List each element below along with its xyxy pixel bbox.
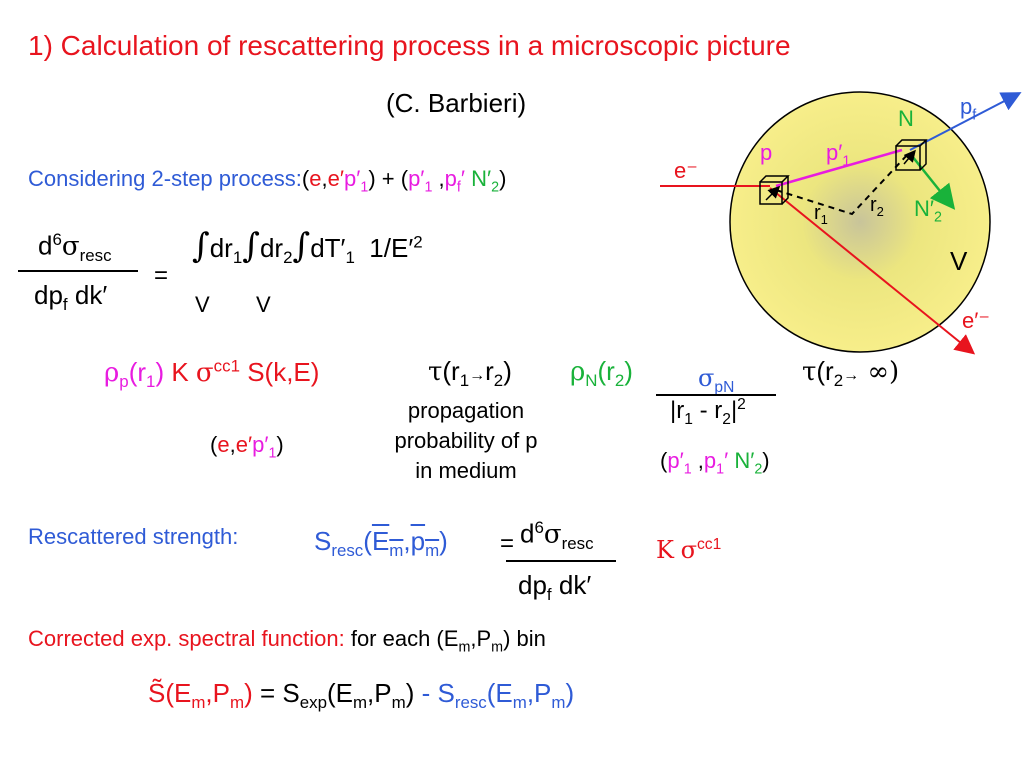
sigma-pN: σpN bbox=[698, 364, 735, 396]
diagram-p1-label: p′1 bbox=[826, 140, 851, 170]
diagram-pf-label: pf bbox=[960, 94, 977, 124]
rescattered-denominator: dpf dk′ bbox=[518, 570, 592, 605]
diagram-p-label: p bbox=[760, 140, 773, 165]
rescattered-equals: = bbox=[500, 530, 515, 557]
final-equation: S̃(Em,Pm) = Sexp(Em,Pm) - Sresc(Em,Pm) bbox=[148, 678, 575, 713]
propagation-note: propagation probability of p in medium bbox=[394, 398, 538, 483]
slide-title: 1) Calculation of rescattering process i… bbox=[28, 30, 791, 61]
paren-open: ( bbox=[301, 166, 310, 191]
diagram-eprime-label: e′⁻ bbox=[962, 308, 990, 333]
volume-label-1: V bbox=[195, 292, 210, 317]
corrected-line: Corrected exp. spectral function: for ea… bbox=[28, 626, 546, 656]
tau-1-term: τ(r1→r2) bbox=[428, 356, 512, 391]
considering-label: Considering 2-step process: bbox=[28, 166, 302, 191]
S-resc: Sresc(Em,pm) bbox=[314, 526, 448, 561]
r-dashed-path bbox=[775, 153, 909, 216]
paren-close: ) bbox=[368, 166, 376, 191]
pf-line bbox=[909, 92, 1022, 151]
tau-2-term: τ(r2→ ∞) bbox=[802, 356, 900, 391]
diagram-r2-label: r2 bbox=[870, 194, 884, 219]
main-eq-integrals: ∫dr1∫dr2∫dT′1 1/E′2 bbox=[192, 226, 423, 268]
comma: , bbox=[321, 166, 328, 191]
note-left: (e,e′p′1) bbox=[210, 432, 284, 462]
nucleon-cube bbox=[895, 139, 928, 171]
comma2: , bbox=[432, 166, 445, 191]
author: (C. Barbieri) bbox=[386, 88, 527, 118]
main-eq-denominator: dpf dk′ bbox=[34, 280, 108, 315]
rescattered-K-sigma: K σcc1 bbox=[656, 536, 722, 564]
p1-line bbox=[775, 148, 903, 188]
N2-symbol: N′2 bbox=[471, 166, 500, 196]
e-symbol: e bbox=[309, 166, 322, 191]
rescattered-fraction-bar bbox=[506, 560, 616, 562]
N2-line bbox=[911, 155, 956, 210]
nucleus-sphere bbox=[729, 91, 991, 353]
p1b-symbol: p′1 bbox=[408, 166, 433, 196]
note-right: (p′1 ,p1′ N′2) bbox=[660, 448, 770, 478]
rescattered-label: Rescattered strength: bbox=[28, 524, 239, 549]
volume-label-2: V bbox=[256, 292, 271, 317]
diagram-V-label: V bbox=[950, 246, 968, 276]
diagram-N-label: N bbox=[898, 106, 914, 131]
main-eq-equals: = bbox=[154, 262, 169, 289]
rho-N-term: ρN(r2) bbox=[570, 356, 633, 391]
main-eq-numerator: d6σresc bbox=[38, 230, 112, 265]
main-eq-fraction-bar bbox=[18, 270, 138, 272]
sigma-pN-fraction-bar bbox=[656, 394, 776, 396]
proton-cube bbox=[759, 175, 790, 205]
sigma-pN-denominator: |r1 - r2|2 bbox=[670, 396, 746, 428]
rescattered-numerator: d6σresc bbox=[520, 518, 594, 553]
diagram-N2-label: N′2 bbox=[914, 196, 942, 226]
p1-symbol: p′1 bbox=[344, 166, 369, 196]
plus: + ( bbox=[375, 166, 409, 191]
diagram-r1-label: r1 bbox=[814, 202, 828, 227]
paren-close2: ) bbox=[499, 166, 507, 191]
outgoing-electron-line bbox=[769, 187, 976, 355]
eprime-symbol: e′ bbox=[327, 166, 344, 191]
diagram-e-label: e⁻ bbox=[674, 158, 698, 183]
considering-line: Considering 2-step process:(e,e′p′1) + (… bbox=[28, 166, 506, 195]
rho-p-term: ρp(r1) K σcc1 S(k,E) bbox=[104, 356, 320, 391]
pf-symbol: pf′ bbox=[444, 166, 465, 196]
